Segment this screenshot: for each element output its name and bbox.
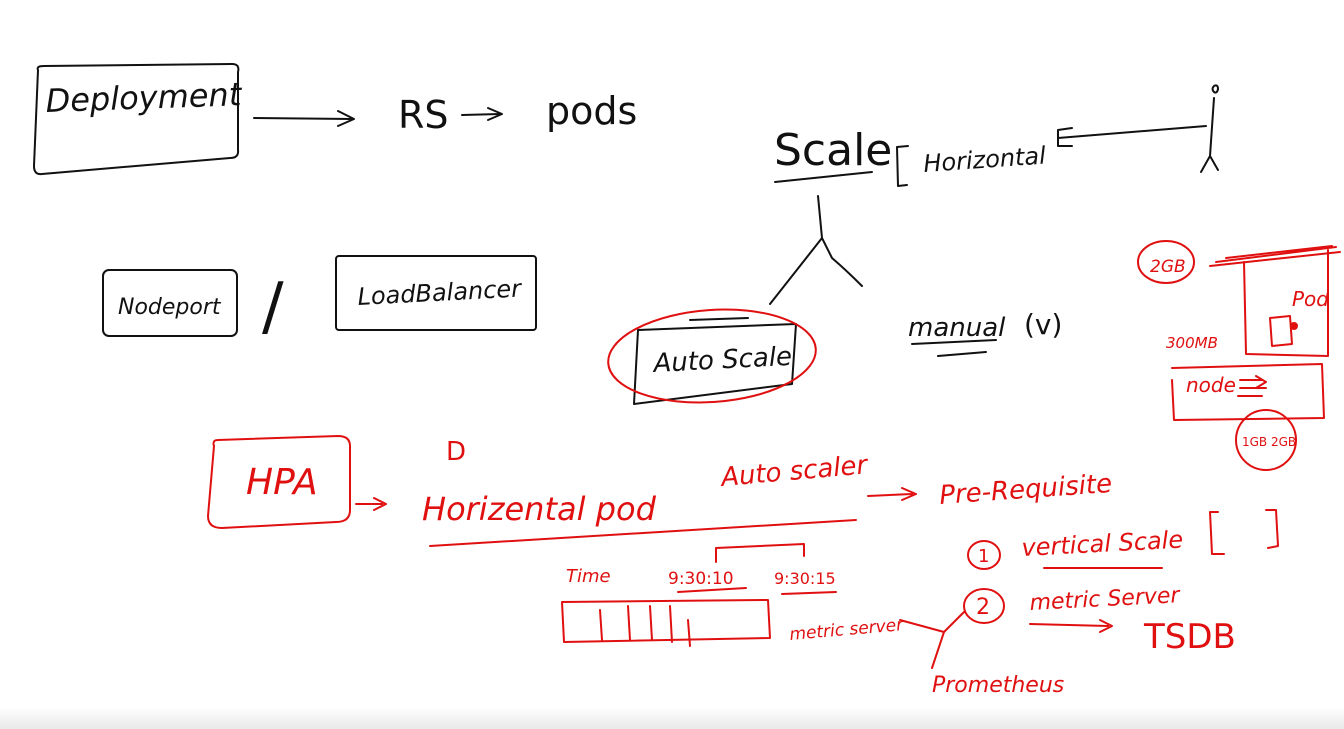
- arrow-to-horizontal: [1057, 125, 1207, 147]
- item1-circle: [967, 540, 1001, 570]
- pod-icon: [1269, 315, 1293, 347]
- time-label: Time: [566, 566, 611, 587]
- hpa-box: [207, 435, 351, 529]
- deployment-label: Deployment: [45, 75, 243, 120]
- manual-label: manual: [908, 313, 1006, 343]
- item1-number: 1: [978, 546, 989, 567]
- loadbalancer-label: LoadBalancer: [357, 274, 524, 311]
- pod-box: [1243, 249, 1329, 357]
- stick-figure: [1200, 84, 1219, 173]
- horizontal-bracket: [896, 145, 909, 187]
- slash-label: /: [262, 270, 284, 344]
- node-ram-circle: [1235, 409, 1297, 471]
- node-stack-top: [1209, 245, 1341, 267]
- scale-underline: [774, 171, 873, 183]
- rs-label: RS: [398, 93, 449, 137]
- node-arrows: [1237, 375, 1267, 397]
- autoscaler-label: Auto scaler: [718, 450, 871, 493]
- arrow-deployment-rs: [253, 110, 355, 127]
- prometheus-label: Prometheus: [932, 673, 1064, 698]
- autoscale-box: [633, 323, 797, 405]
- prerequisite-label: Pre-Requisite: [938, 469, 1113, 511]
- metric-server-note: metric server: [789, 615, 905, 645]
- time2-underline: [781, 591, 837, 595]
- ram-2gb-circle: [1137, 240, 1195, 284]
- arrow-rs-pods: [461, 107, 503, 121]
- item2-circle: [963, 588, 1005, 624]
- time1-underline: [677, 587, 747, 593]
- horizontal-pod-underline: [429, 519, 857, 547]
- time1-label: 9:30:10: [668, 569, 734, 589]
- tsdb-label: TSDB: [1143, 617, 1236, 657]
- autoscale-ellipse: [607, 308, 817, 404]
- node-label: node: [1186, 373, 1236, 397]
- vertical-scale-bracket: [1209, 509, 1279, 555]
- item2-number: 2: [976, 595, 990, 620]
- time2-label: 9:30:15: [774, 569, 836, 588]
- metric-timeline-box: [561, 599, 771, 643]
- connector-lines: [899, 611, 965, 669]
- metric-timeline-ticks: [599, 605, 691, 647]
- tree-branch: [769, 195, 863, 305]
- nodeport-box: [102, 269, 238, 337]
- item2-label: metric Server: [1029, 583, 1182, 616]
- manual-mark: (v): [1024, 308, 1062, 341]
- nodeport-label: Nodeport: [118, 295, 222, 320]
- item1-label: vertical Scale: [1021, 526, 1184, 562]
- bottom-edge-shadow: [0, 707, 1344, 729]
- hpa-label: HPA: [246, 462, 318, 503]
- ram-2gb-label: 2GB: [1150, 257, 1186, 277]
- ram-used-label: 300MB: [1166, 334, 1218, 352]
- horizontal-pod-label: Horizental pod: [422, 490, 657, 528]
- autoscale-box-top-mark: [689, 317, 749, 321]
- horizontal-label: Horizontal: [922, 141, 1047, 178]
- pod-dot: [1290, 322, 1298, 330]
- arrow-metric-tsdb: [1029, 619, 1113, 633]
- node-box: [1171, 363, 1325, 421]
- d-mark: D: [446, 437, 466, 467]
- pods-label: pods: [546, 89, 637, 133]
- deployment-box: [33, 63, 240, 176]
- scale-label: Scale: [774, 125, 892, 176]
- time-bracket: [715, 543, 805, 563]
- node-ram-label: 1GB 2GB: [1242, 435, 1296, 449]
- pod-label: Pod: [1292, 287, 1329, 311]
- arrow-hpa-horizontal: [355, 497, 387, 511]
- autoscale-label: Auto Scale: [651, 342, 793, 379]
- arrow-to-prerequisite: [867, 487, 917, 501]
- loadbalancer-box: [335, 255, 537, 331]
- manual-underline: [911, 339, 997, 357]
